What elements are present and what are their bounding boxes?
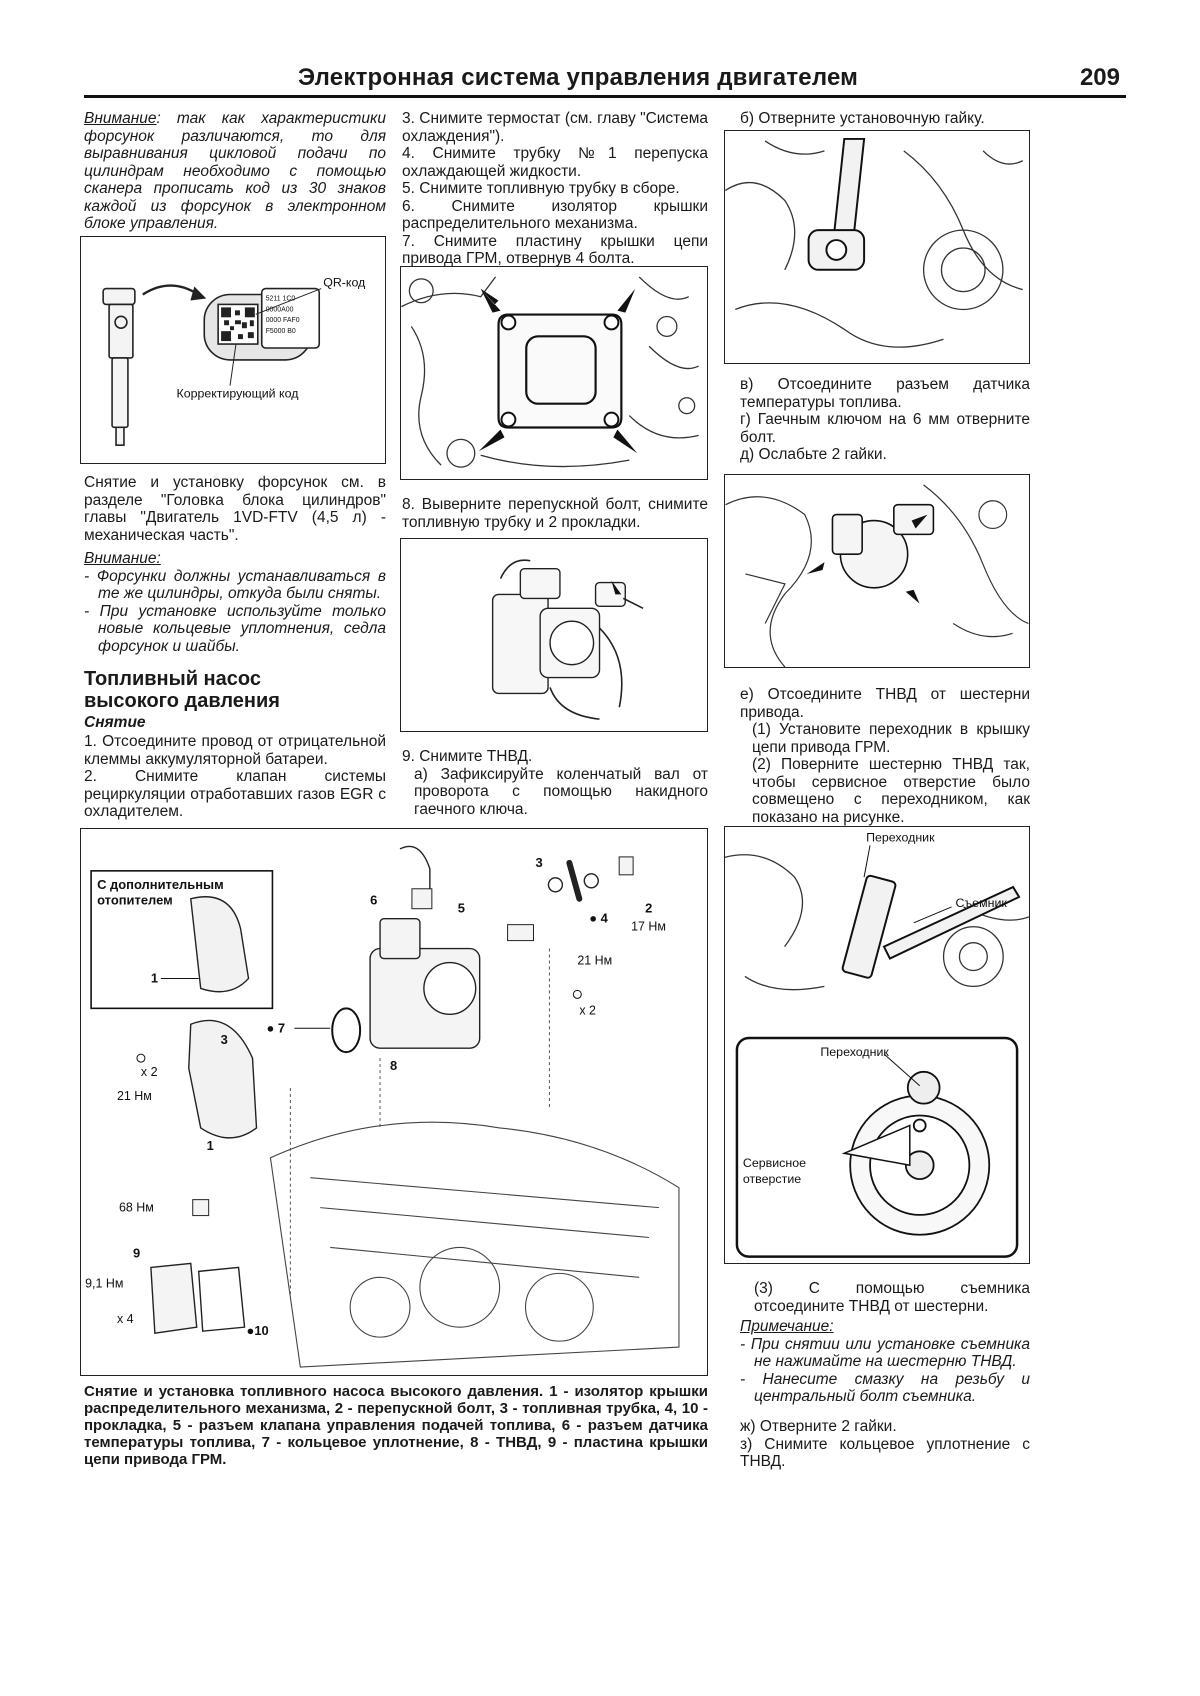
- step-item: д) Ослабьте 2 гайки.: [740, 446, 887, 463]
- chip-code-line: F5000 B0: [266, 328, 296, 335]
- step-item: (2) Поверните шестерню ТНВД так, чтобы с…: [752, 756, 1030, 826]
- page-header: Электронная система управления двигателе…: [84, 62, 1126, 98]
- step-item: (1) Установите переходник в крышку цепи …: [752, 721, 1030, 756]
- callout-8: 8: [390, 1058, 397, 1073]
- step-item: ж) Отверните 2 гайки.: [740, 1418, 897, 1435]
- puller-label: Съемник: [955, 896, 1007, 910]
- callout-9: 9: [133, 1245, 140, 1260]
- torque-21a: 21 Нм: [117, 1089, 152, 1103]
- timing-cover-plate-figure: [400, 266, 708, 480]
- puller-note: Примечание: - При снятии или установке с…: [740, 1318, 1030, 1406]
- page-number: 209: [1079, 64, 1120, 91]
- injector-removal-paragraph: Снятие и установку форсунок см. в раздел…: [84, 474, 386, 544]
- service-hole-label-line-2: отверстие: [743, 1172, 801, 1186]
- pump-illustration: [491, 559, 644, 720]
- callout-6: 6: [370, 893, 377, 908]
- section-heading: Топливный насос высокого давления Снятие: [84, 668, 386, 732]
- warning-text: : так как характеристики форсунок различ…: [84, 110, 386, 232]
- mounting-nut-figure: [724, 130, 1030, 364]
- callout-3a: 3: [535, 855, 542, 870]
- callout-2: 2: [645, 901, 652, 916]
- chip-code-line: 0000 FAF0: [266, 317, 300, 324]
- inset-title-line-2: отопителем: [97, 893, 173, 908]
- warning-2-item: - Форсунки должны устанавливаться в те ж…: [84, 567, 386, 603]
- step-item: е) Отсоедините ТНВД от шестерни привода.: [740, 686, 1030, 721]
- correction-code-label: Корректирующий код: [177, 387, 300, 401]
- injector-qr-figure: 5211 1C0 0000A00 0000 FAF0 F5000 B0 QR-к…: [80, 236, 386, 464]
- injector-warning: Внимание: так как характеристики форсуно…: [84, 110, 386, 233]
- warning-label: Внимание: [84, 110, 157, 127]
- adapter-label: Переходник: [866, 830, 935, 844]
- step-item: з) Снимите кольцевое уплотнение с ТНВД.: [740, 1435, 1030, 1471]
- pump-exploded-illustration: С дополнительным отопителем 1 3 1 x 2 21…: [85, 845, 680, 1368]
- step-item: 4. Снимите трубку №1 перепуска охлаждающ…: [402, 145, 708, 180]
- callout-5: 5: [458, 901, 465, 916]
- steps-zh-z: ж) Отверните 2 гайки. з) Снимите кольцев…: [740, 1418, 1030, 1471]
- bypass-bolt-figure: [400, 538, 708, 732]
- torque-68: 68 Нм: [119, 1201, 154, 1215]
- warning-2-item: - При установке используйте только новые…: [84, 602, 387, 655]
- inset-title-line-1: С дополнительным: [97, 877, 224, 892]
- callout-7: ● 7: [266, 1020, 285, 1035]
- step-item: 6. Снимите изолятор крышки распределител…: [402, 197, 708, 233]
- step-item: 5. Снимите топливную трубку в сборе.: [402, 180, 680, 197]
- step-e3: (3) С помощью съемника отсоедините ТНВД …: [754, 1280, 1030, 1315]
- callout-x2a: x 2: [141, 1065, 158, 1079]
- warning-2-label: Внимание:: [84, 550, 161, 567]
- step-b: б) Отверните установочную гайку.: [740, 110, 985, 127]
- callout-3b: 3: [221, 1032, 228, 1047]
- callout-x2b: x 2: [579, 1003, 596, 1017]
- step-item: 7. Снимите пластину крышки цепи привода …: [402, 232, 708, 268]
- note-item: - Нанесите смазку на резьбу и центральны…: [740, 1370, 1031, 1406]
- timing-cover-plate-illustration: [401, 276, 699, 468]
- step-item: 2. Снимите клапан системы рециркуляции о…: [84, 768, 386, 820]
- step-item: 3. Снимите термостат (см. главу "Система…: [402, 110, 708, 145]
- section-title-line-1: Топливный насос: [84, 668, 261, 690]
- step-item: 1. Отсоедините провод от отрицательной к…: [84, 733, 386, 768]
- step-e: е) Отсоедините ТНВД от шестерни привода.…: [740, 686, 1030, 826]
- step-item: в) Отсоедините разъем датчика температур…: [740, 376, 1030, 411]
- note-label: Примечание:: [740, 1318, 834, 1335]
- fuel-sensor-connector-figure: [724, 474, 1030, 668]
- big-figure-caption: Снятие и установка топливного насоса выс…: [84, 1383, 708, 1468]
- torque-21b: 21 Нм: [577, 954, 612, 968]
- steps-3-7: 3. Снимите термостат (см. главу "Система…: [402, 110, 708, 268]
- callout-1a: 1: [151, 970, 158, 985]
- section-title-line-2: высокого давления: [84, 690, 280, 712]
- callout-x4: x 4: [117, 1312, 134, 1326]
- chapter-title: Электронная система управления двигателе…: [298, 64, 859, 91]
- callout-10: ●10: [247, 1323, 269, 1338]
- injector-warning-2: Внимание: - Форсунки должны устанавливат…: [84, 550, 386, 655]
- step-item: а) Зафиксируйте коленчатый вал от провор…: [414, 765, 708, 818]
- steps-1-2: 1. Отсоедините провод от отрицательной к…: [84, 733, 386, 821]
- callout-4: ● 4: [589, 911, 608, 926]
- puller-figure: Переходник Съемник Переходник Сервисное …: [724, 826, 1030, 1264]
- service-hole-label-line-1: Сервисное: [743, 1156, 806, 1170]
- step-9: 9. Снимите ТНВД. а) Зафиксируйте коленча…: [402, 748, 708, 818]
- torque-17: 17 Нм: [631, 920, 666, 934]
- qr-code-label: QR-код: [323, 276, 366, 290]
- callout-1b: 1: [207, 1138, 214, 1153]
- adapter-inset-label: Переходник: [820, 1045, 889, 1059]
- pump-in-engine-illustration: [725, 484, 1029, 667]
- pump-exploded-figure: С дополнительным отопителем 1 3 1 x 2 21…: [80, 828, 708, 1376]
- chip-code-line: 5211 1C0: [266, 295, 296, 302]
- step-item: 9. Снимите ТНВД.: [402, 748, 533, 765]
- wrench-on-crankshaft-illustration: [725, 137, 1024, 348]
- note-item: - При снятии или установке съемника не н…: [740, 1335, 1030, 1371]
- steps-v-d: в) Отсоедините разъем датчика температур…: [740, 376, 1030, 464]
- subsection-title: Снятие: [84, 714, 146, 731]
- puller-adapter-illustration: Переходник Съемник Переходник Сервисное …: [725, 830, 1029, 1258]
- chip-code-line: 0000A00: [266, 306, 294, 313]
- step-item: г) Гаечным ключом на 6 мм отверните болт…: [740, 411, 1030, 446]
- injector-qr-illustration: 5211 1C0 0000A00 0000 FAF0 F5000 B0 QR-к…: [102, 276, 366, 446]
- step-8: 8. Выверните перепускной болт, снимите т…: [402, 496, 708, 531]
- torque-91: 9,1 Нм: [85, 1276, 123, 1290]
